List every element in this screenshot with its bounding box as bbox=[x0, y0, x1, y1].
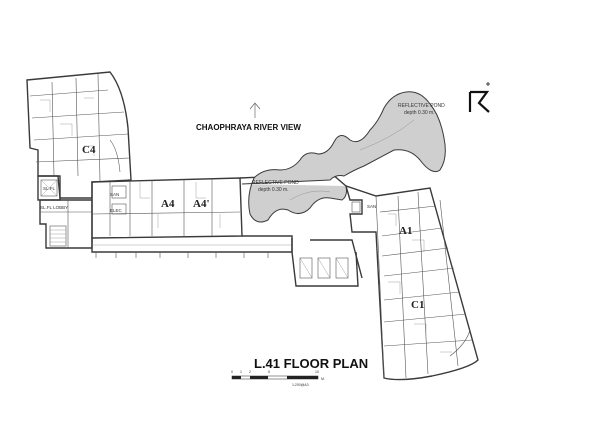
pond-depth-upper: depth 0.30 m. bbox=[404, 110, 435, 116]
central-core bbox=[291, 251, 359, 287]
unit-a4-label: A4 bbox=[161, 198, 175, 210]
plan-title: L.41 FLOOR PLAN bbox=[254, 356, 368, 371]
room-sl-fl-lobby: SL.FL LOBBY bbox=[40, 205, 68, 210]
unit-c4-label: C4 bbox=[82, 144, 96, 156]
scale-tick-10: 10 bbox=[315, 370, 319, 374]
room-san-left: SAN bbox=[110, 192, 119, 197]
left-wing bbox=[26, 71, 132, 199]
north-arrow-icon bbox=[468, 82, 490, 113]
unit-a1-label: A1 bbox=[399, 225, 412, 237]
pond-label-lower: REFLECTIVE POND bbox=[252, 180, 299, 186]
pond-depth-lower: depth 0.30 m. bbox=[258, 187, 289, 193]
scale-tick-5: 5 bbox=[268, 370, 270, 374]
reflective-pond-label-lower: REFLECTIVE POND depth 0.30 m. bbox=[252, 180, 299, 193]
scale-tick-2: 2 bbox=[249, 370, 251, 374]
scale-tick-0: 0 bbox=[231, 370, 233, 374]
room-elec: ELEC bbox=[110, 208, 123, 213]
room-sl-fl: SL.FL bbox=[43, 186, 56, 191]
scale-unit: M. bbox=[321, 377, 325, 381]
reflective-pond-label-upper: REFLECTIVE POND depth 0.30 m. bbox=[398, 103, 445, 116]
scale-ratio: 1:200@A3 bbox=[292, 383, 309, 387]
scale-tick-1: 1 bbox=[240, 370, 242, 374]
unit-a4-prime-label: A4' bbox=[193, 198, 210, 210]
river-view-arrow-icon bbox=[249, 102, 261, 118]
reflective-pond bbox=[241, 91, 446, 223]
room-san-right: SAN bbox=[367, 204, 376, 209]
pond-label-upper: REFLECTIVE POND bbox=[398, 103, 445, 109]
scale-bar: 0 1 2 5 10 M. 1:200@A3 bbox=[231, 370, 325, 387]
right-wing bbox=[344, 184, 479, 381]
river-view-label: CHAOPHRAYA RIVER VIEW bbox=[196, 123, 301, 132]
unit-c1-label: C1 bbox=[411, 299, 424, 311]
